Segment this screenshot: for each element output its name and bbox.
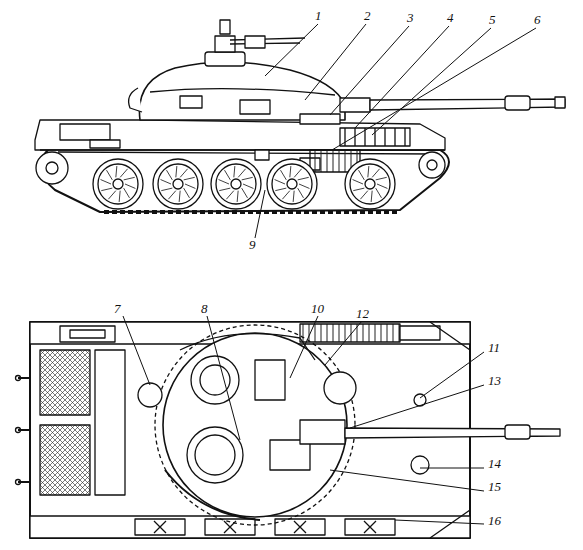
- callout-number: 7: [113, 302, 122, 316]
- callout-number: 11: [487, 341, 501, 355]
- callout-number: 3: [406, 11, 415, 25]
- callout-number: 1: [314, 9, 323, 23]
- callout-number: 10: [310, 302, 325, 316]
- callout-number: 5: [488, 13, 497, 27]
- callout-number: 14: [487, 457, 502, 471]
- side-view: [35, 20, 565, 214]
- callout-number: 16: [487, 514, 502, 528]
- callout-number: 4: [446, 11, 455, 25]
- callout-number: 13: [487, 374, 502, 388]
- callout-number: 6: [533, 13, 542, 27]
- callout-number: 12: [355, 307, 370, 321]
- callout-number: 2: [363, 9, 372, 23]
- callout-number: 9: [248, 238, 257, 252]
- callout-number: 15: [487, 480, 502, 494]
- callout-number: 8: [200, 302, 209, 316]
- leader-lines: [123, 24, 536, 524]
- top-view: [16, 322, 561, 538]
